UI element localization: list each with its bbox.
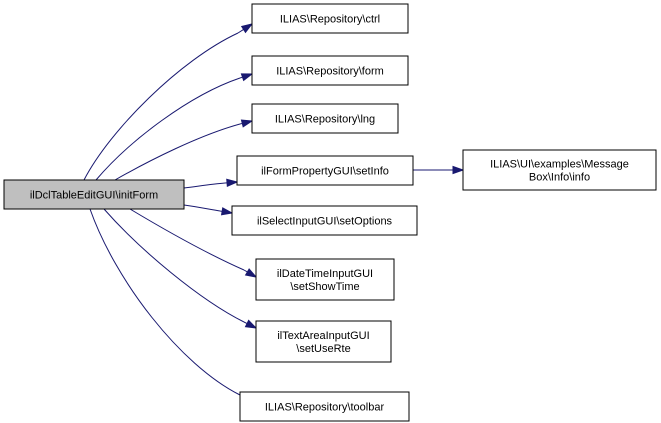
node-label: ILIAS\Repository\ctrl — [280, 14, 380, 26]
edge-root-to-lng — [114, 119, 254, 181]
edge-root-to-setoptions — [183, 204, 234, 216]
node-ctrl[interactable]: ILIAS\Repository\ctrl — [251, 3, 409, 34]
node-box — [462, 149, 657, 191]
edge-line-end — [239, 122, 243, 125]
node-label: \setUseRte — [296, 343, 350, 355]
edge-setinfo-to-msgbox — [413, 165, 465, 175]
edge-line — [114, 123, 241, 181]
node-label: ilTextAreaInputGUI — [277, 330, 369, 342]
node-label: ilDateTimeInputGUI — [277, 268, 373, 280]
node-label: ILIAS\Repository\toolbar — [265, 402, 385, 414]
node-label: ilFormPropertyGUI\setInfo — [261, 166, 389, 178]
edges-layer — [83, 23, 465, 401]
node-setuserte[interactable]: ilTextAreaInputGUI\setUseRte — [255, 320, 392, 363]
edge-line — [89, 208, 241, 396]
arrowhead-icon — [240, 119, 254, 128]
node-box — [3, 179, 185, 210]
node-setoptions[interactable]: ilSelectInputGUI\setOptions — [231, 205, 418, 236]
arrowhead-icon — [226, 178, 239, 188]
edge-line-end — [243, 269, 248, 273]
node-label: \setShowTime — [290, 281, 359, 293]
edge-line-end — [239, 76, 243, 79]
edge-line-end — [237, 28, 244, 34]
node-box — [255, 320, 392, 363]
edge-line — [129, 208, 245, 271]
node-label: ILIAS\Repository\lng — [275, 114, 375, 126]
arrowhead-icon — [240, 73, 254, 82]
node-setshowtime[interactable]: ilDateTimeInputGUI\setShowTime — [255, 258, 395, 301]
node-form[interactable]: ILIAS\Repository\form — [251, 55, 409, 86]
node-box — [236, 155, 414, 186]
edge-line — [103, 208, 245, 323]
edge-root-to-setinfo — [183, 178, 239, 189]
node-label: Box\Info\info — [529, 172, 590, 184]
edge-line — [95, 77, 241, 181]
node-box — [251, 55, 409, 86]
edge-root-to-toolbar — [89, 208, 254, 401]
node-box — [239, 391, 410, 422]
arrowhead-icon — [244, 268, 258, 278]
edge-root-to-ctrl — [83, 23, 254, 181]
edge-line — [183, 182, 226, 189]
edge-root-to-setuserte — [103, 208, 258, 329]
node-label: ILIAS\Repository\form — [276, 66, 384, 78]
edge-root-to-setshowtime — [129, 208, 258, 278]
node-box — [231, 205, 418, 236]
node-setinfo[interactable]: ilFormPropertyGUI\setInfo — [236, 155, 414, 186]
node-root[interactable]: ilDclTableEditGUI\initForm — [3, 179, 185, 210]
edge-line — [183, 204, 221, 212]
node-lng[interactable]: ILIAS\Repository\lng — [251, 103, 399, 134]
arrowhead-icon — [244, 319, 258, 329]
node-label: ILIAS\UI\examples\Message — [490, 159, 629, 171]
edge-line — [83, 32, 239, 181]
node-label: ilDclTableEditGUI\initForm — [30, 190, 158, 202]
node-box — [255, 258, 395, 301]
node-label: ilSelectInputGUI\setOptions — [257, 216, 393, 228]
node-box — [251, 3, 409, 34]
node-toolbar[interactable]: ILIAS\Repository\toolbar — [239, 391, 410, 422]
edge-line-end — [243, 321, 248, 324]
nodes-layer: ilDclTableEditGUI\initFormILIAS\Reposito… — [3, 3, 657, 422]
arrowhead-icon — [220, 207, 234, 216]
arrowhead-icon — [452, 165, 465, 175]
edge-root-to-form — [95, 73, 254, 181]
node-box — [251, 103, 399, 134]
arrowhead-icon — [240, 23, 254, 34]
